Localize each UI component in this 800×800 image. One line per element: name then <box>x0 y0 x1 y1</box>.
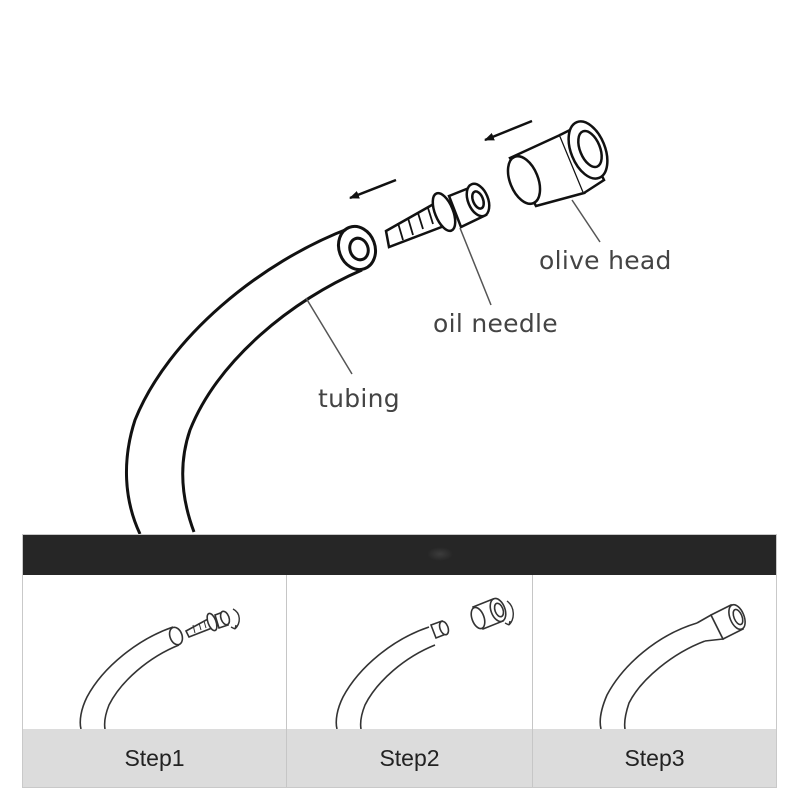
step-1-caption: Step1 <box>23 729 286 787</box>
olive-head-illustration <box>506 120 609 208</box>
tubing-label: tubing <box>318 384 400 413</box>
olive-head-label: olive head <box>539 246 672 275</box>
steps-header-bar <box>23 535 776 575</box>
step-3-panel: Step3 <box>532 575 776 787</box>
step-2-illustration <box>335 597 514 729</box>
step-3-illustration <box>599 603 746 729</box>
step-2-panel: Step2 <box>286 575 532 787</box>
arrow-left-icon <box>349 178 397 200</box>
step-1-illustration <box>79 608 240 729</box>
step-3-caption: Step3 <box>533 729 776 787</box>
steps-panel: Step1 Step2 <box>22 534 777 788</box>
tubing-illustration <box>124 224 378 535</box>
oil-needle-illustration <box>384 182 491 249</box>
arrow-left-icon <box>484 119 533 142</box>
oil-needle-label: oil needle <box>433 309 558 338</box>
step-2-caption: Step2 <box>287 729 532 787</box>
step-1-panel: Step1 <box>23 575 286 787</box>
exploded-assembly-diagram <box>124 119 609 535</box>
leader-lines <box>305 199 601 375</box>
